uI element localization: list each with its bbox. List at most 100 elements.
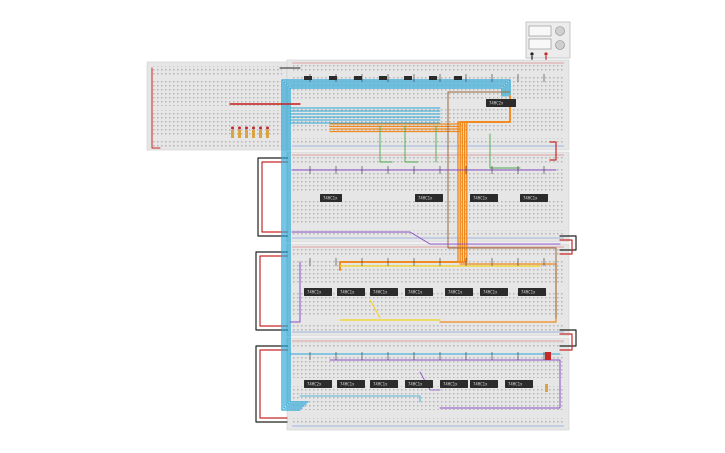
resistor [252, 130, 255, 138]
header-pin-block [329, 76, 337, 80]
ic-body [304, 380, 332, 388]
resistor-board4 [545, 384, 548, 392]
ic-body [415, 194, 443, 202]
wire-black-right-1 [559, 235, 577, 251]
ic-label: 74HC1x [323, 196, 338, 201]
wire-purple-row3 [289, 261, 301, 323]
chip-row3-4[interactable]: 74HC1x [405, 288, 433, 296]
wire-red-left-board [151, 67, 161, 149]
wire-blue-trunk-0 [281, 79, 301, 411]
chip-row3-3[interactable]: 74HC1x [370, 288, 398, 296]
power-rail-bottom [292, 138, 564, 145]
resistor [266, 130, 269, 138]
ic-label: 74HC1x [473, 382, 488, 387]
chip-row4-6[interactable]: 74HC1x [470, 380, 498, 388]
wire-red-loop-1 [261, 161, 288, 233]
chip-row4-7[interactable]: 74HC1x [505, 380, 533, 388]
wire-black-loop-3 [255, 345, 288, 423]
power-supply[interactable] [525, 21, 571, 59]
ic-label: 74HC1x [521, 290, 536, 295]
ic-body [486, 99, 516, 107]
wire-yellow-3 [369, 299, 381, 319]
wire-red-right-2 [559, 333, 573, 351]
ic-body [470, 194, 498, 202]
ic-label: 74HC1x [523, 196, 538, 201]
chip-top-right[interactable]: 74HC2x [486, 99, 516, 107]
chip-row2-4[interactable]: 74HC1x [520, 194, 548, 202]
wire-red-right-1 [559, 239, 573, 255]
terminal-strip-upper [292, 354, 564, 378]
chip-row4-1[interactable]: 74HC2x [304, 380, 332, 388]
chip-row2-2[interactable]: 74HC1x [415, 194, 443, 202]
ic-label: 74HC1x [408, 382, 423, 387]
chip-row4-4[interactable]: 74HC1x [405, 380, 433, 388]
breadboard-left [146, 61, 288, 151]
power-rail-top [292, 342, 564, 349]
wire-blue-trunk-2 [285, 83, 305, 407]
chip-row3-5[interactable]: 74HC1x [445, 288, 473, 296]
terminal-strip-upper [292, 168, 564, 192]
chip-row3-6[interactable]: 74HC1x [480, 288, 508, 296]
wire-red-loop-2 [259, 255, 288, 327]
wire-green-1 [379, 125, 393, 163]
led [252, 126, 255, 130]
resistor [238, 130, 241, 138]
ic-label: 74HC1x [448, 290, 463, 295]
power-rail-top [292, 156, 564, 163]
chip-row3-1[interactable]: 74HC1x [304, 288, 332, 296]
wire-black-right-2 [559, 329, 577, 347]
ic-body [320, 194, 342, 202]
ic-body [337, 380, 365, 388]
ic-body [480, 288, 508, 296]
header-pin-block [379, 76, 387, 80]
ic-label: 74HC1x [373, 290, 388, 295]
ic-label: 74HC2x [489, 101, 504, 106]
wire-green-2 [404, 125, 419, 163]
led-array [231, 74, 548, 392]
ic-body [337, 288, 365, 296]
wire-blue-trunk-3 [287, 85, 307, 405]
terminal-strip-lower [292, 200, 564, 224]
ic-body [370, 380, 398, 388]
ic-label: 74HC1x [373, 382, 388, 387]
wire-purple-row4-b [419, 371, 441, 391]
header-pin-block [354, 76, 362, 80]
ic-label: 74HC2x [307, 382, 322, 387]
ic-body [405, 288, 433, 296]
ic-body [405, 380, 433, 388]
chip-row3-7[interactable]: 74HC1x [518, 288, 546, 296]
ic-body [505, 380, 533, 388]
chip-row2-1[interactable]: 74HC1x [320, 194, 342, 202]
led [245, 126, 248, 130]
ic-label: 74HC1x [483, 290, 498, 295]
ic-label: 74HC1x [443, 382, 458, 387]
terminal-strip-lower [292, 386, 564, 410]
ic-body [470, 380, 498, 388]
capacitor [545, 352, 551, 360]
ic-label: 74HC1x [473, 196, 488, 201]
wire-blue-top-1 [283, 81, 509, 97]
chip-row4-5[interactable]: 74HC1x [440, 380, 468, 388]
chip-row4-2[interactable]: 74HC1x [337, 380, 365, 388]
power-rail-top [292, 64, 564, 71]
power-rail-bottom [292, 230, 564, 237]
ic-body [520, 194, 548, 202]
wire-blue-top-3 [287, 85, 505, 97]
ic-label: 74HC1x [418, 196, 433, 201]
ic-body [370, 288, 398, 296]
wire-green-4 [489, 133, 521, 169]
resistor [259, 130, 262, 138]
led [231, 126, 234, 130]
wire-red-right-0 [549, 141, 557, 161]
led [266, 126, 269, 130]
ic-label: 74HC1x [307, 290, 322, 295]
breadboard-stack [286, 59, 570, 431]
chip-row4-3[interactable]: 74HC1x [370, 380, 398, 388]
chip-row3-2[interactable]: 74HC1x [337, 288, 365, 296]
led [259, 126, 262, 130]
power-rail-top [292, 248, 564, 255]
chip-row2-3[interactable]: 74HC1x [470, 194, 498, 202]
header-pin-block [304, 76, 312, 80]
